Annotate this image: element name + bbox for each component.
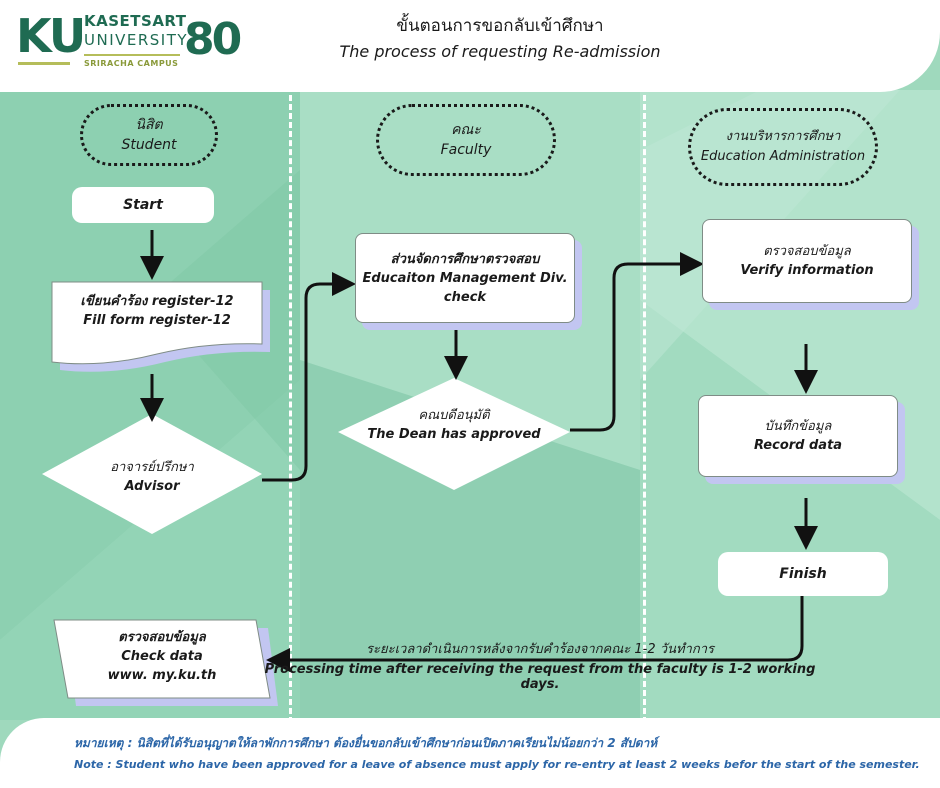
- check-th: ตรวจสอบข้อมูล: [118, 630, 206, 645]
- finish-node: Finish: [718, 552, 888, 596]
- start-node: Start: [72, 187, 214, 223]
- edu-management-check-node: ส่วนจัดการศึกษาตรวจสอบ Educaiton Managem…: [355, 233, 575, 323]
- finish-label: Finish: [779, 566, 827, 582]
- logo-name-line1: KASETSART: [84, 12, 187, 30]
- fill-form-en: Fill form register-12: [83, 313, 231, 328]
- logo-name-line2: UNIVERSITY: [84, 31, 189, 49]
- advisor-node: อาจารย์ปรึกษา Advisor: [52, 458, 252, 496]
- header-banner: [0, 0, 940, 92]
- logo-anniversary: 80: [184, 14, 242, 65]
- lane-header-faculty: คณะ Faculty: [376, 104, 556, 176]
- record-th: บันทึกข้อมูล: [764, 419, 832, 434]
- lane-student-th: นิสิต: [135, 117, 163, 133]
- dean-th: คณบดีอนุมัติ: [418, 408, 490, 423]
- advisor-th: อาจารย์ปรึกษา: [110, 460, 194, 475]
- verify-en: Verify information: [740, 263, 874, 278]
- processing-time-th: ระยะเวลาดำเนินการหลังจากรับคำร้องจากคณะ …: [366, 642, 714, 657]
- start-label: Start: [123, 197, 163, 213]
- logo-underline: [18, 62, 70, 65]
- lane-faculty-th: คณะ: [451, 122, 481, 138]
- title-english: The process of requesting Re-admission: [339, 42, 661, 61]
- processing-time-en: Processing time after receiving the requ…: [264, 662, 816, 692]
- logo-campus: SRIRACHA CAMPUS: [84, 59, 179, 68]
- university-logo: KU KASETSART UNIVERSITY SRIRACHA CAMPUS …: [10, 4, 270, 78]
- note-english: Note : Student who have been approved fo…: [74, 758, 920, 771]
- verify-th: ตรวจสอบข้อมูล: [763, 244, 851, 259]
- edu-check-en1: Educaiton Management Div.: [362, 270, 568, 286]
- logo-mark: KU: [16, 9, 86, 63]
- fill-form-th: เขียนคำร้อง register-12: [80, 294, 234, 309]
- lane-edu-th: งานบริหารการศึกษา: [725, 129, 841, 144]
- record-en: Record data: [753, 438, 843, 453]
- lane-header-student: นิสิต Student: [80, 104, 218, 166]
- lane-edu-en: Education Administration: [700, 149, 866, 164]
- check-url: www. my.ku.th: [107, 668, 217, 683]
- edu-check-en2: check: [443, 289, 487, 305]
- lane-divider-2: [643, 95, 646, 723]
- logo-divider: [84, 54, 180, 56]
- fill-form-node: เขียนคำร้อง register-12 Fill form regist…: [52, 292, 262, 330]
- dean-en: The Dean has approved: [367, 427, 541, 442]
- lane-header-education-admin: งานบริหารการศึกษา Education Administrati…: [688, 108, 878, 186]
- note-thai: หมายเหตุ : นิสิตที่ได้รับอนุญาตให้ลาพักก…: [74, 736, 658, 750]
- lane-divider-1: [289, 95, 292, 723]
- record-data-node: บันทึกข้อมูล Record data: [698, 395, 898, 477]
- edu-check-th: ส่วนจัดการศึกษาตรวจสอบ: [390, 251, 540, 267]
- title-thai: ขั้นตอนการขอกลับเข้าศึกษา: [396, 16, 604, 36]
- lane-faculty-en: Faculty: [440, 142, 492, 158]
- lane-student-en: Student: [121, 137, 177, 153]
- check-data-node: ตรวจสอบข้อมูล Check data www. my.ku.th: [62, 628, 262, 685]
- dean-approval-node: คณบดีอนุมัติ The Dean has approved: [344, 406, 564, 444]
- advisor-en: Advisor: [124, 479, 180, 494]
- verify-information-node: ตรวจสอบข้อมูล Verify information: [702, 219, 912, 303]
- note-panel: [0, 718, 940, 788]
- check-en: Check data: [121, 649, 203, 664]
